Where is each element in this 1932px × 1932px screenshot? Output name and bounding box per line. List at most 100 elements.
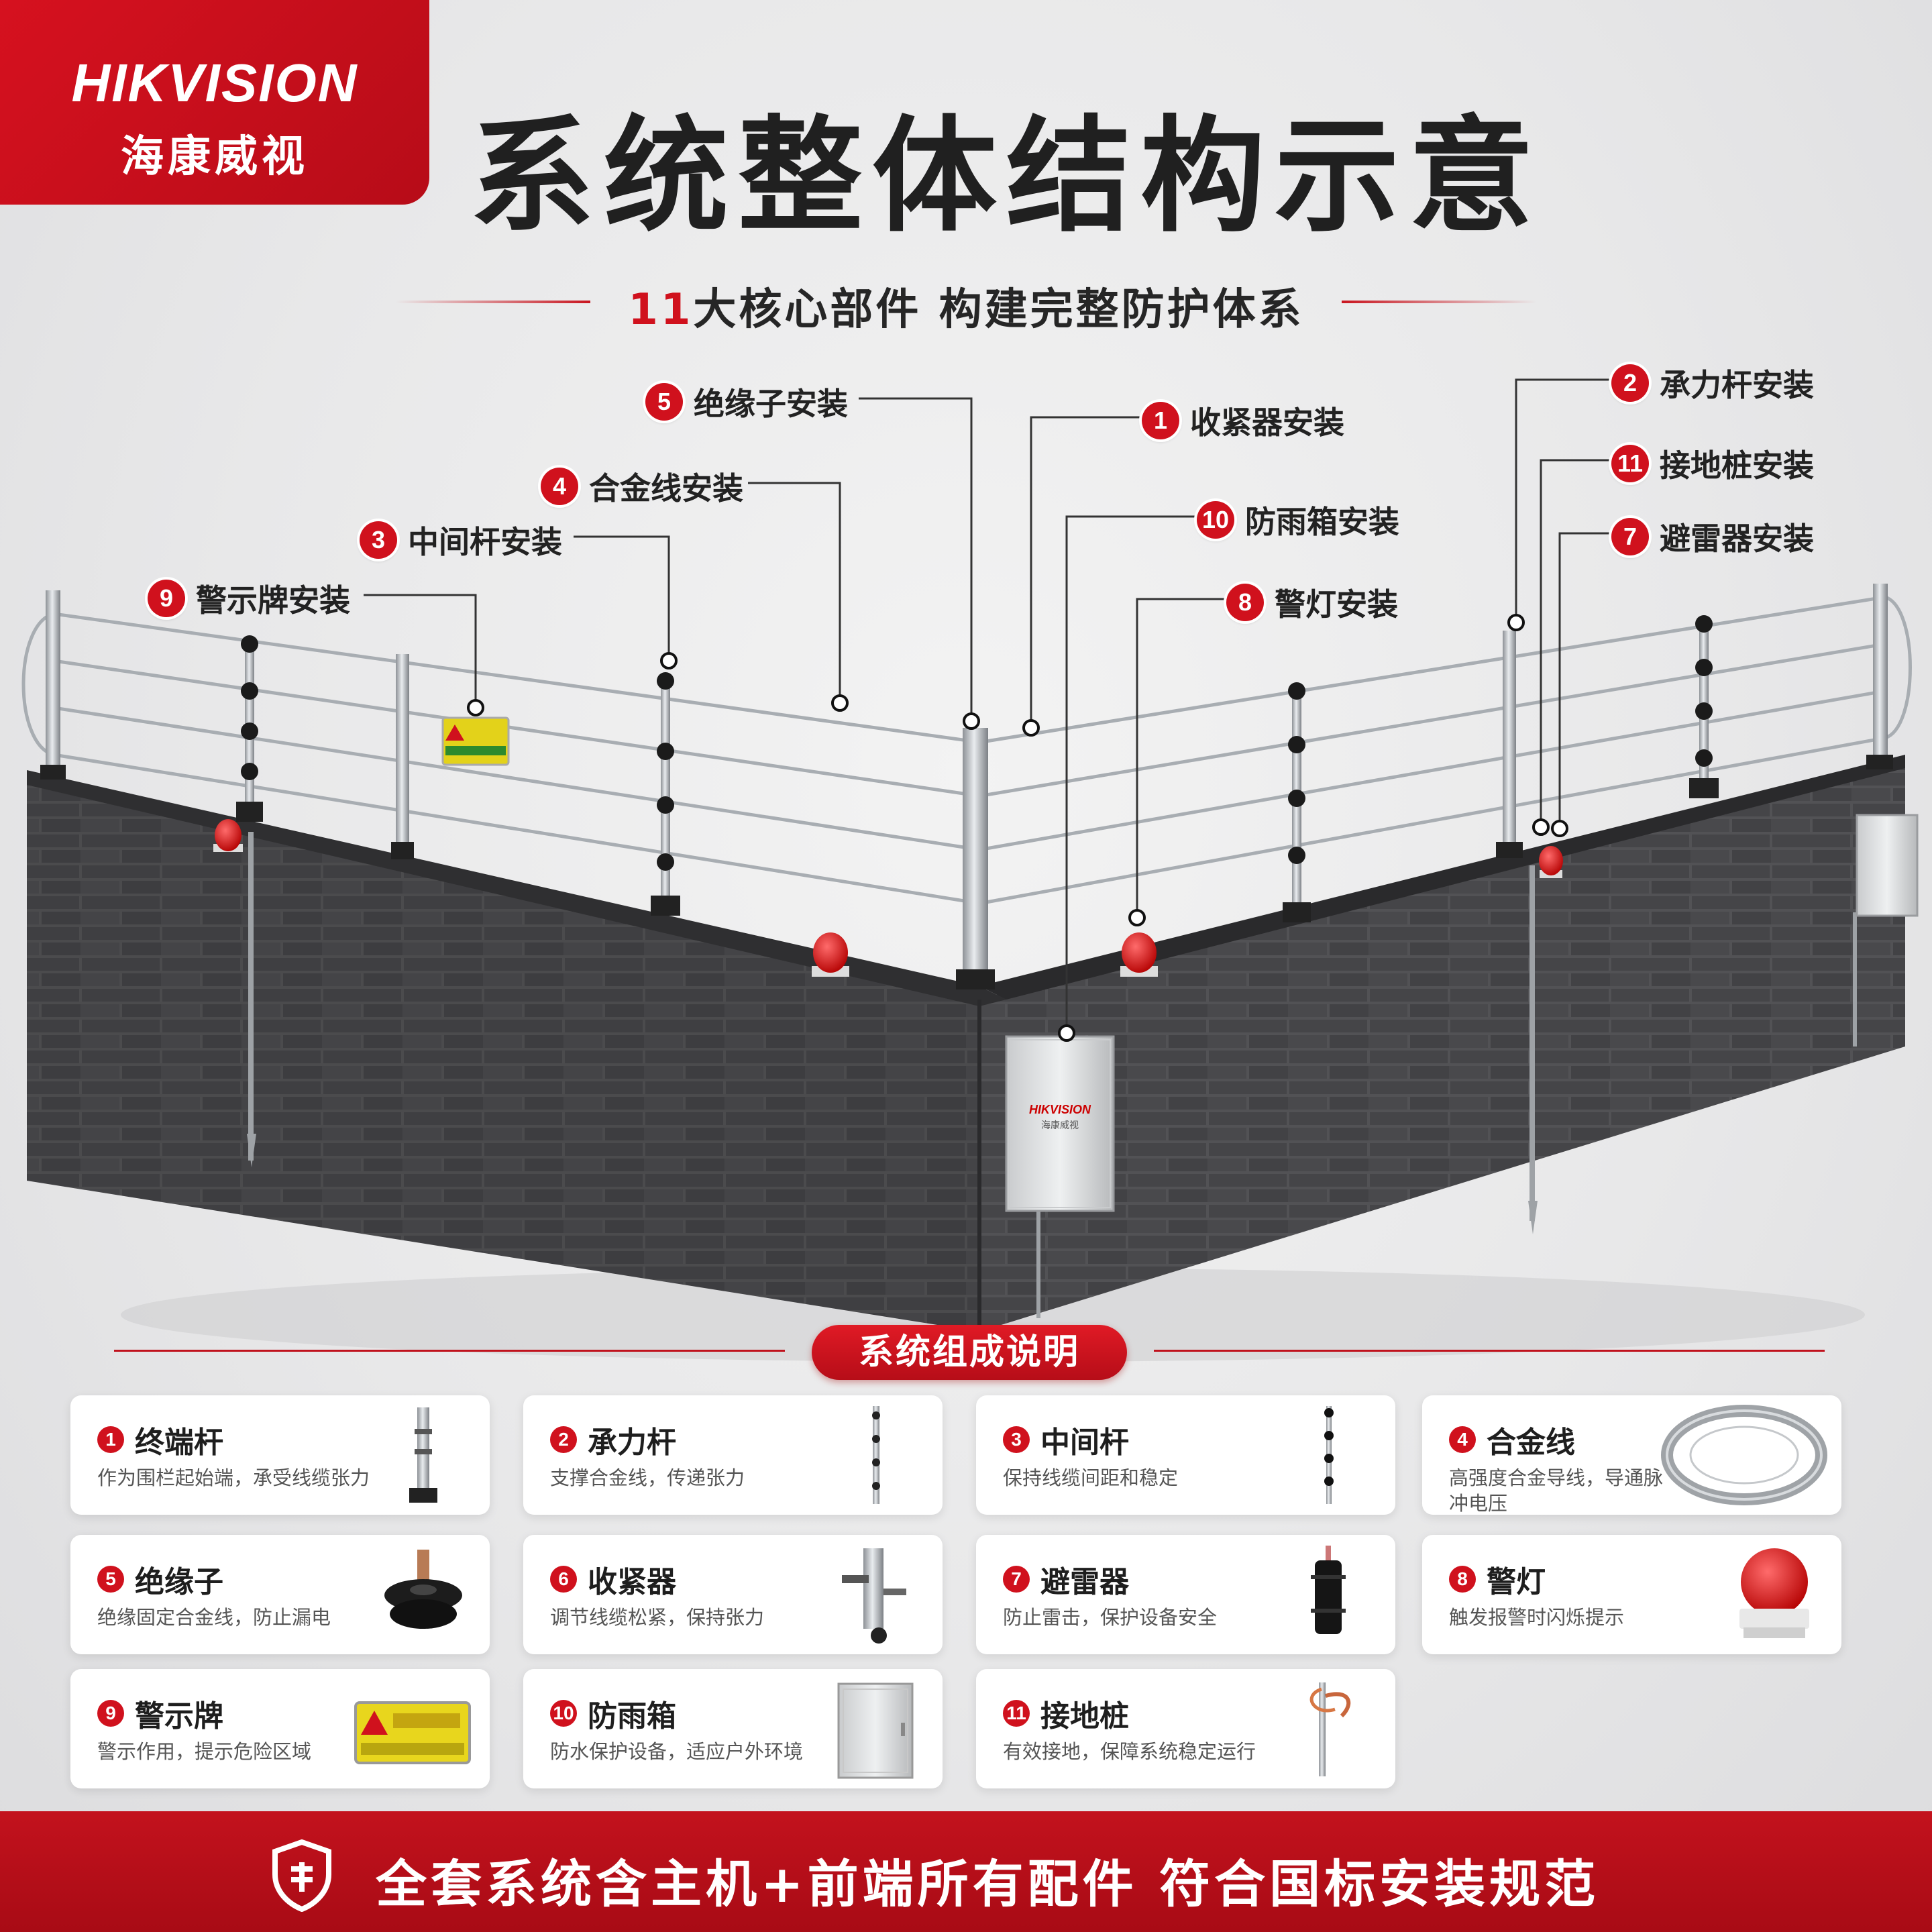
callout-badge: 8 — [1226, 584, 1264, 621]
callout-warning-sign: 9 警示牌安装 — [148, 576, 350, 621]
component-card-ground-rod: 11 接地桩 有效接地，保障系统稳定运行 — [976, 1669, 1395, 1788]
brand-logo: HIKVISION 海康威视 — [0, 0, 429, 205]
alarm-lamps — [213, 819, 1563, 977]
callout-label: 防雨箱安装 — [1245, 504, 1399, 540]
alarm-lamp-icon — [1739, 1548, 1809, 1638]
card-badge: 4 — [1449, 1426, 1476, 1453]
callout-label: 中间杆安装 — [408, 524, 562, 560]
card-badge: 10 — [550, 1700, 577, 1727]
card-name: 终端杆 — [135, 1426, 223, 1460]
card-badge: 5 — [97, 1566, 124, 1593]
callout-label: 避雷器安装 — [1660, 521, 1814, 557]
leader-lines — [364, 378, 1610, 1033]
box-logo-en: HIKVISION — [1029, 1103, 1091, 1116]
card-name: 防雨箱 — [588, 1699, 676, 1733]
callout-badge: 11 — [1611, 445, 1649, 482]
callout-lightning-arrester: 7 避雷器安装 — [1611, 515, 1814, 559]
callout-badge: 7 — [1611, 518, 1649, 555]
card-badge: 2 — [550, 1426, 577, 1453]
callout-tensioner: 1 收紧器安装 — [1142, 398, 1344, 443]
card-badge: 8 — [1449, 1566, 1476, 1593]
callout-badge: 1 — [1142, 402, 1179, 439]
callout-badge: 9 — [148, 580, 185, 617]
callout-ground-rod: 11 接地桩安装 — [1611, 441, 1814, 486]
callout-bearing-post: 2 承力杆安装 — [1611, 361, 1814, 405]
callout-label: 收紧器安装 — [1190, 405, 1344, 441]
card-badge: 7 — [1003, 1566, 1030, 1593]
component-card-rain-box: 10 防雨箱 防水保护设备，适应户外环境 — [523, 1669, 943, 1788]
page-subtitle: 11大核心部件 构建完整防护体系 — [590, 275, 1342, 337]
subtitle-count: 11 — [628, 285, 694, 335]
brand-name-cn: 海康威视 — [121, 132, 309, 182]
posts-right — [1283, 584, 1893, 922]
brand-name-en: HIKVISION — [71, 53, 358, 113]
callout-badge: 5 — [645, 383, 683, 421]
callout-label: 接地桩安装 — [1660, 447, 1814, 484]
page-title: 系统整体结构示意 — [469, 103, 1543, 249]
card-name: 避雷器 — [1040, 1565, 1129, 1599]
card-desc: 触发报警时闪烁提示 — [1449, 1606, 1625, 1629]
callout-alloy-wire: 4 合金线安装 — [541, 464, 743, 508]
callout-rain-box: 10 防雨箱安装 — [1197, 498, 1399, 542]
card-name: 警示牌 — [135, 1699, 223, 1733]
card-desc: 高强度合金导线，导通脉冲电压 — [1449, 1466, 1664, 1515]
section-title: 系统组成说明 — [812, 1325, 1127, 1380]
section-rule-right — [1154, 1350, 1825, 1352]
card-name: 收紧器 — [588, 1565, 676, 1599]
card-name: 接地桩 — [1040, 1699, 1129, 1733]
callout-badge: 3 — [360, 521, 397, 559]
component-card-alloy-wire: 4 合金线 高强度合金导线，导通脉冲电压 — [1422, 1395, 1841, 1515]
box-logo-cn: 海康威视 — [1041, 1120, 1079, 1131]
insulator-icon — [384, 1550, 462, 1629]
card-badge: 1 — [97, 1426, 124, 1453]
wire-coil-icon — [1661, 1405, 1827, 1505]
subtitle-text: 大核心部件 构建完整防护体系 — [693, 285, 1304, 335]
ground-rod-icon — [1309, 1682, 1351, 1776]
card-desc: 作为围栏起始端，承受线缆张力 — [97, 1466, 370, 1489]
callout-insulator: 5 绝缘子安装 — [645, 380, 848, 424]
shield-icon — [272, 1839, 331, 1912]
footer-banner: 全套系统含主机+前端所有配件 符合国标安装规范 — [0, 1811, 1932, 1932]
card-name: 警灯 — [1487, 1565, 1546, 1599]
card-name: 合金线 — [1487, 1426, 1575, 1460]
subtitle-right-rule — [1342, 301, 1536, 303]
callout-middle-post: 3 中间杆安装 — [360, 518, 562, 562]
rain-box-front: HIKVISION 海康威视 — [1005, 1035, 1115, 1212]
section-rule-left — [114, 1350, 785, 1352]
card-desc: 支撑合金线，传递张力 — [550, 1466, 745, 1489]
card-badge: 11 — [1003, 1700, 1030, 1727]
tensioner-icon — [842, 1548, 906, 1644]
component-card-alarm-lamp: 8 警灯 触发报警时闪烁提示 — [1422, 1535, 1841, 1654]
callout-label: 警示牌安装 — [196, 582, 350, 619]
card-badge: 9 — [97, 1700, 124, 1727]
posts-left — [40, 590, 995, 989]
card-desc: 有效接地，保障系统稳定运行 — [1003, 1740, 1256, 1763]
rain-box-icon — [837, 1682, 914, 1779]
middle-post-icon — [1324, 1406, 1334, 1504]
callout-label: 警灯安装 — [1275, 586, 1398, 623]
card-name: 承力杆 — [588, 1426, 676, 1460]
footer-text: 全套系统含主机+前端所有配件 符合国标安装规范 — [376, 1854, 1600, 1914]
bearing-post-icon — [872, 1406, 880, 1504]
component-card-tensioner: 6 收紧器 调节线缆松紧，保持张力 — [523, 1535, 943, 1654]
warning-sign-icon — [354, 1701, 471, 1764]
card-desc: 防水保护设备，适应户外环境 — [550, 1740, 804, 1763]
card-desc: 保持线缆间距和稳定 — [1003, 1466, 1179, 1489]
component-card-terminal-post: 1 终端杆 作为围栏起始端，承受线缆张力 — [70, 1395, 490, 1515]
callout-label: 绝缘子安装 — [694, 386, 848, 422]
lightning-arrester-icon — [1311, 1546, 1346, 1634]
callout-badge: 4 — [541, 468, 578, 505]
leader-dots — [467, 614, 1568, 1042]
card-desc: 调节线缆松紧，保持张力 — [550, 1606, 765, 1629]
card-badge: 6 — [550, 1566, 577, 1593]
callout-alarm-lamp: 8 警灯安装 — [1226, 580, 1398, 625]
callout-label: 承力杆安装 — [1660, 367, 1814, 403]
card-desc: 绝缘固定合金线，防止漏电 — [97, 1606, 331, 1629]
terminal-post-icon — [409, 1407, 437, 1503]
component-card-bearing-post: 2 承力杆 支撑合金线，传递张力 — [523, 1395, 943, 1515]
